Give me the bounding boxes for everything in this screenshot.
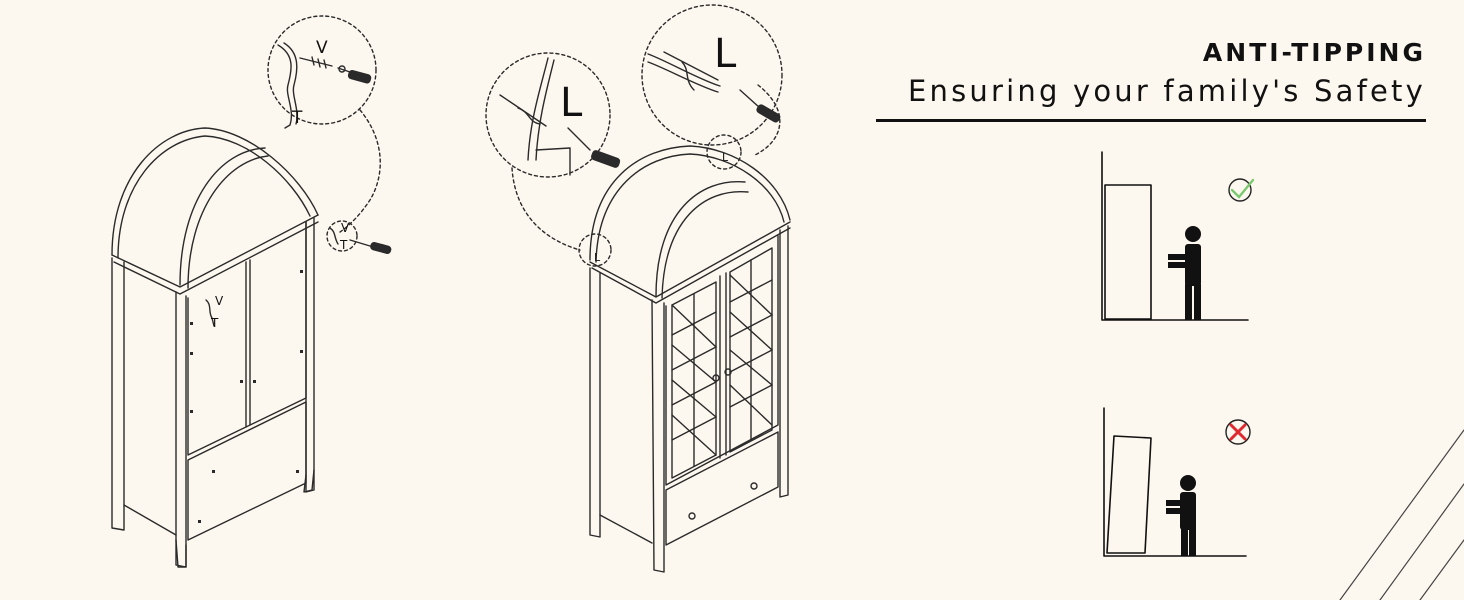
label-t-door: T	[210, 316, 219, 330]
wardrobe-cabinet	[111, 127, 319, 568]
label-v-door: V	[215, 294, 224, 308]
heading-title: ANTI-TIPPING	[1202, 38, 1426, 67]
wardrobe-callout-top	[267, 15, 381, 252]
label-t-top: T	[291, 108, 303, 128]
heading-rule	[876, 119, 1426, 122]
display-callout-right	[641, 4, 783, 170]
display-cabinet	[589, 145, 791, 573]
display-callout-detail	[499, 51, 781, 176]
label-v-callout: V	[341, 221, 350, 235]
decorative-lines	[1339, 429, 1464, 600]
safety-panel-correct	[1101, 151, 1249, 321]
check-circle-icon	[1228, 178, 1255, 202]
display-callout-left	[485, 52, 612, 267]
label-t-callout: T	[339, 238, 348, 252]
wardrobe-callout-detail	[277, 42, 392, 254]
label-l-right: L	[714, 31, 737, 77]
label-l-small-left: L	[594, 251, 601, 264]
heading-subtitle: Ensuring your family's Safety	[908, 74, 1426, 108]
label-l-small-right: L	[722, 151, 729, 164]
label-l-left: L	[560, 80, 583, 126]
heading: ANTI-TIPPING Ensuring your family's Safe…	[908, 36, 1426, 110]
label-v-top: V	[316, 38, 328, 58]
safety-panel-wrong	[1103, 407, 1247, 557]
x-circle-icon	[1225, 419, 1251, 445]
